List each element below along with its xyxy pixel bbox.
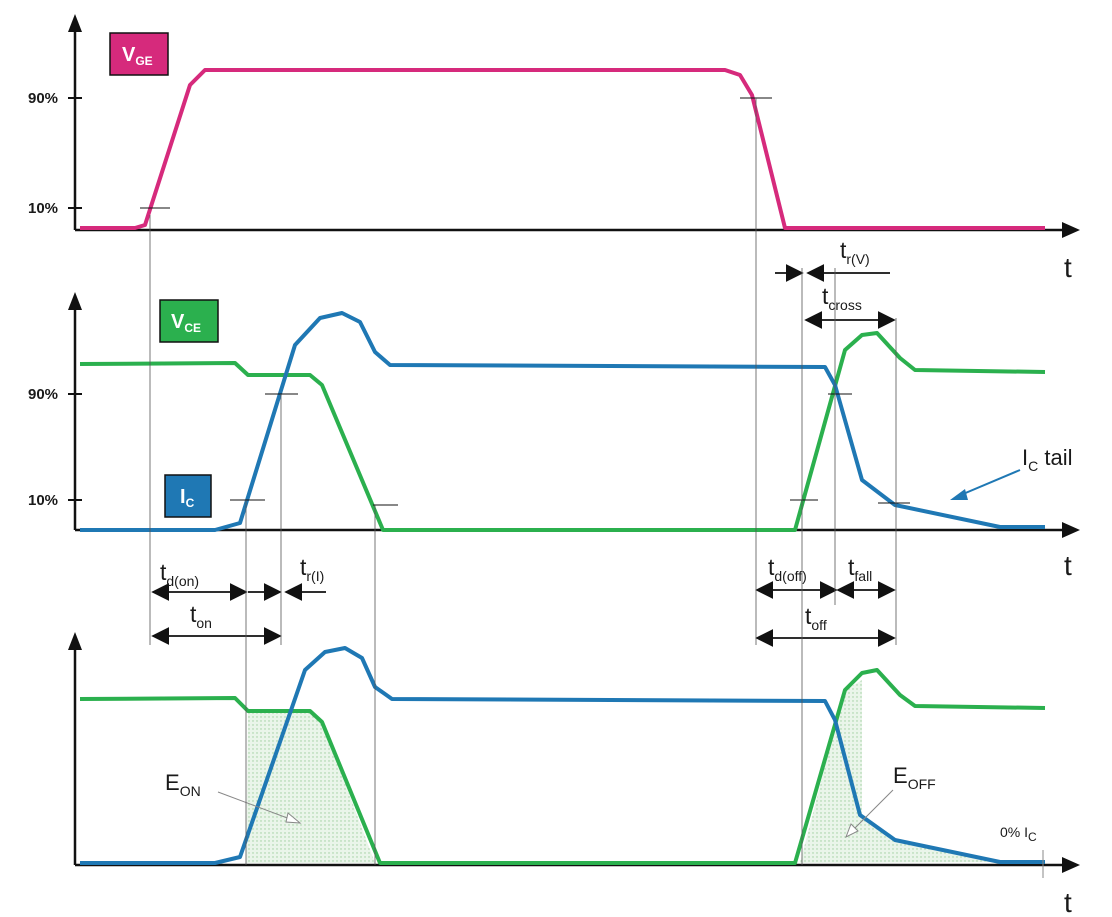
ic-curve-panel3: [80, 646, 1045, 865]
vge-curve: [80, 68, 1045, 230]
tfall-label: tfall: [848, 554, 872, 584]
svg-text:VCE: VCE: [171, 311, 201, 335]
eon-pointer: [217, 791, 299, 823]
panel1-axis-label: t: [1064, 252, 1072, 283]
panel2-tick-10: 10%: [28, 492, 58, 509]
ic-tail-label: IC tail: [1022, 445, 1073, 474]
tr-v-label: tr(V): [840, 237, 870, 267]
panel1-axes: [68, 14, 1080, 238]
panel2-level-ticks: [230, 393, 910, 506]
vge-label-box: VGE: [109, 32, 169, 76]
panel2-tick-90: 90%: [28, 386, 58, 403]
panel2-axes: [68, 292, 1080, 538]
toff-label: toff: [805, 603, 827, 633]
eoff-area: [800, 680, 1000, 863]
panel1-tick-10: 10%: [28, 200, 58, 217]
vce-label-box: VCE: [159, 299, 219, 343]
panel3-axes: [68, 632, 1080, 873]
tr-i-label: tr(I): [300, 554, 324, 584]
panel1-tick-90: 90%: [28, 90, 58, 107]
td-on-label: td(on): [160, 559, 199, 589]
eon-label: EON: [165, 770, 201, 799]
ton-label: ton: [190, 601, 212, 631]
vce-curve-panel2: [79, 331, 1046, 532]
vce-curve-panel3: [79, 668, 1046, 865]
td-off-label: td(off): [768, 554, 807, 584]
ic-curve-panel2: [80, 311, 1045, 532]
ic-tail-pointer: [955, 469, 1021, 498]
svg-text:IC: IC: [180, 486, 195, 510]
panel3-axis-label: t: [1064, 887, 1072, 917]
eoff-pointer: [847, 789, 894, 836]
tcross-label: tcross: [822, 283, 862, 313]
svg-text:VGE: VGE: [122, 44, 153, 68]
ic-zero-label: 0% IC: [1000, 824, 1037, 844]
vertical-reference-lines: [149, 98, 897, 865]
ic-label-box: IC: [164, 474, 212, 518]
panel2-axis-label: t: [1064, 550, 1072, 581]
eoff-label: EOFF: [893, 763, 936, 792]
